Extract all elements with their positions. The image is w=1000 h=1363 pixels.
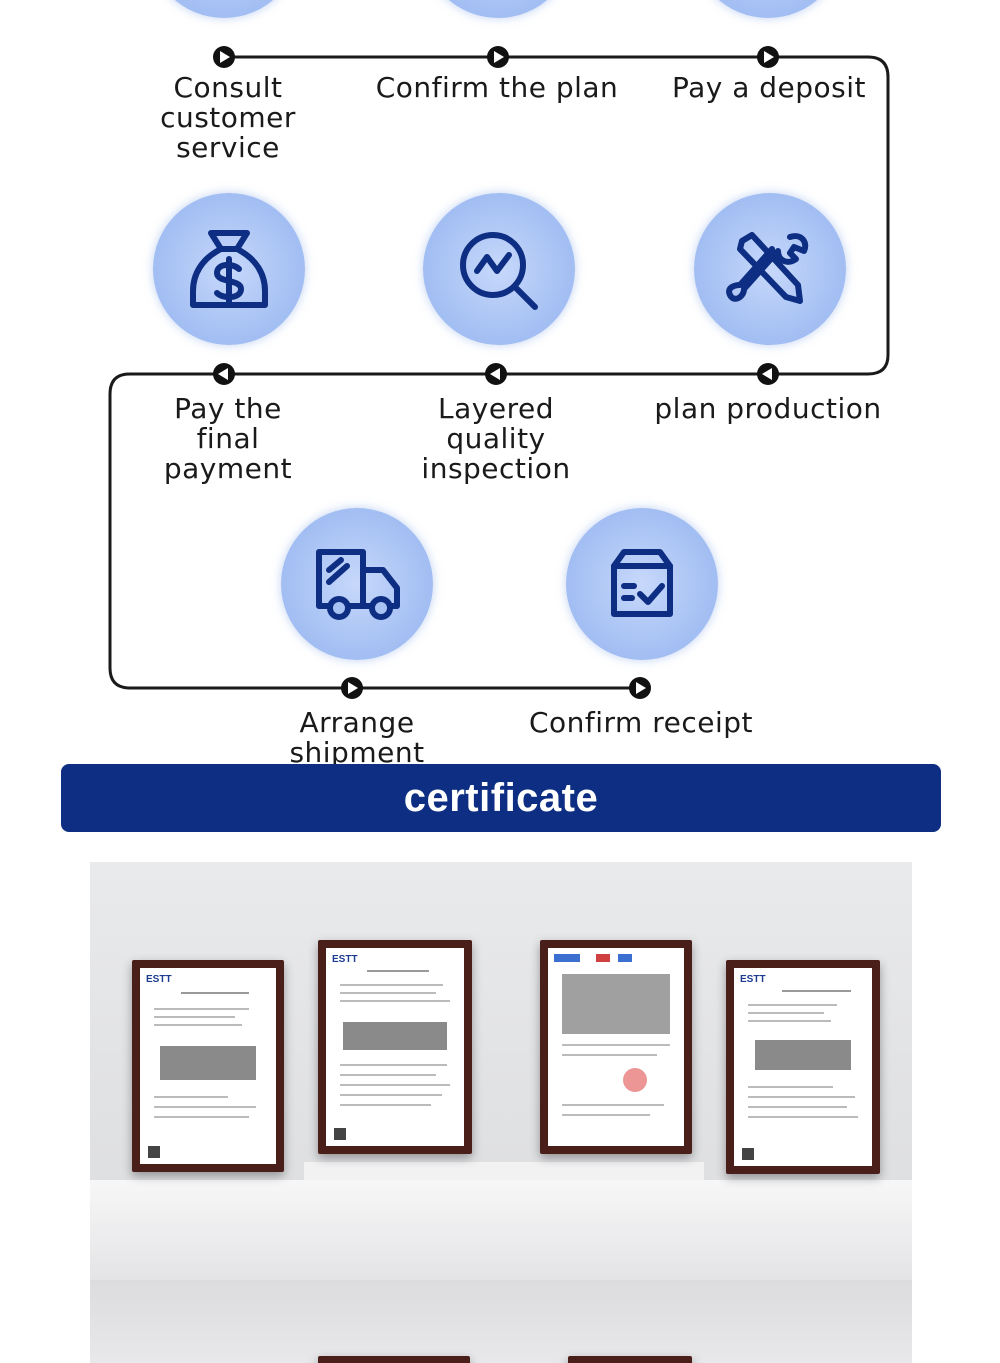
step-label-quality-inspection: Layered quality inspection	[421, 392, 571, 485]
process-flow-path	[108, 46, 890, 699]
arrow-marker-3	[757, 46, 779, 68]
arrow-marker-1	[213, 46, 235, 68]
certificate-frame-1: ESTT	[132, 960, 284, 1172]
truck-icon	[281, 508, 433, 660]
certificate-frame-4: ESTT	[726, 960, 880, 1174]
box-check-icon	[566, 508, 718, 660]
certificate-frame-3	[540, 940, 692, 1154]
step-label-consult: Consult customer service	[160, 71, 296, 164]
arrow-marker-5	[485, 363, 507, 385]
arrow-marker-6	[757, 363, 779, 385]
step-label-final-payment: Pay the final payment	[163, 392, 293, 485]
step-label-confirm-plan: Confirm the plan	[375, 71, 619, 104]
certificate-title: certificate	[403, 775, 599, 820]
certificate-logo: ESTT	[332, 954, 358, 965]
arrow-marker-4	[213, 363, 235, 385]
certificate-logo: ESTT	[146, 974, 172, 985]
certificate-frame-5	[318, 1356, 470, 1363]
magnifier-chart-icon	[423, 193, 575, 345]
certificate-banner: certificate	[61, 764, 941, 832]
arrow-marker-2	[487, 46, 509, 68]
tools-icon	[694, 193, 846, 345]
display-shelf-lower	[90, 1280, 912, 1363]
step-label-deposit: Pay a deposit	[671, 71, 867, 104]
display-shelf-base	[90, 1180, 912, 1280]
certificate-showcase-image: ESTT ESTT	[90, 862, 912, 1363]
arrow-marker-8	[629, 677, 651, 699]
certificate-frame-6	[568, 1356, 692, 1363]
step-label-arrange-shipment: Arrange shipment	[289, 706, 425, 769]
certificate-frame-2: ESTT	[318, 940, 472, 1154]
step-label-confirm-receipt: Confirm receipt	[528, 706, 754, 739]
certificate-logo: ESTT	[740, 974, 766, 985]
arrow-marker-7	[341, 677, 363, 699]
step-label-plan-production: plan production	[654, 392, 882, 425]
money-bag-icon	[153, 193, 305, 345]
